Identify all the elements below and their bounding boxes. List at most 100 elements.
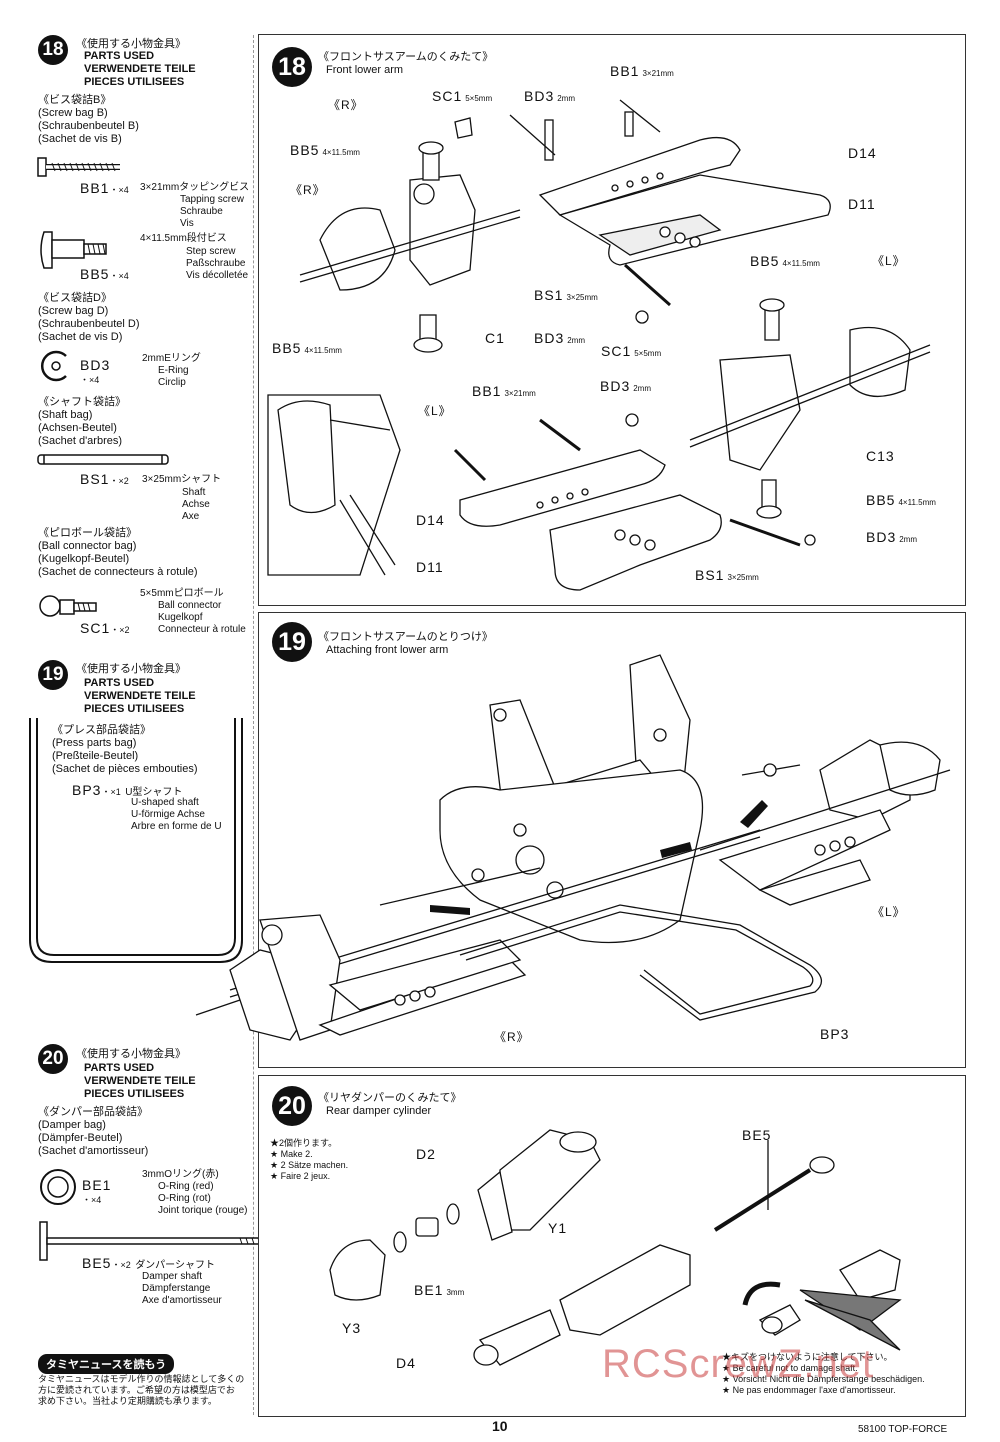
bd3b-size: 2mm [567,336,586,345]
s20-parts-used-jp: 《使用する小物金具》 [76,1048,186,1060]
bag-ball-en: (Ball connector bag) [38,540,137,552]
bag-d-fr: (Sachet de vis D) [38,331,123,343]
bb5b-size: 4×11.5mm [782,259,820,268]
bd3c-size: 2mm [633,384,652,393]
bs1-desc: Shaft Achse Axe [182,487,210,523]
p18-label-R1: 《R》 [328,98,364,112]
bd3-desc: 2mmEリング E-Ring Circlip [142,353,201,389]
p18-label-L1: 《L》 [872,254,906,268]
make-note-fr: ★ Faire 2 jeux. [270,1171,331,1181]
bb5b-code: BB5 [750,253,780,269]
bp3-desc-en: U-shaped shaft [131,797,199,808]
bb1a-size: 3×21mm [642,69,674,78]
p20-label-Y1: Y1 [548,1220,568,1236]
bd3d-size: 2mm [899,535,918,544]
sc1-qty: ・×2 [110,625,130,635]
bb5-qty: ・×4 [109,271,129,281]
caution-de: ★ Vorsicht! Nicht die Dämpferstange besc… [722,1374,925,1384]
s20-bag: 《ダンパー部品袋詰》 (Damper bag) (Dämpfer-Beutel)… [38,1106,148,1158]
sc1b-size: 5×5mm [634,349,662,358]
bd3-ering-drawing [40,350,67,382]
p20-label-Y3: Y3 [342,1320,362,1336]
damper-bag-jp: 《ダンパー部品袋詰》 [38,1106,148,1118]
press-bag-jp: 《プレス部品袋詰》 [52,724,151,736]
s18-bag-shaft: 《シャフト袋詰》 (Shaft bag) (Achsen-Beutel) (Sa… [38,396,126,448]
s18-bag-d: 《ビス袋詰D》 (Screw bag D) (Schraubenbeutel D… [38,292,140,344]
bb1-screw-drawing [37,157,120,177]
bd3-qty: ・×4 [80,375,100,385]
bb5c-size: 4×11.5mm [304,346,342,355]
bp3-desc-de: U-förmige Achse [131,809,205,820]
bb5-desc-en: Step screw [186,246,236,257]
bb5-desc-de: Paßschraube [186,258,246,269]
be1-desc-jp: 3mmOリング(赤) [142,1169,219,1180]
be1-desc-en: O-Ring (red) [158,1181,214,1192]
make-note-jp: ★2個作ります。 [270,1138,338,1148]
bag-ball-de: (Kugelkopf-Beutel) [38,553,130,565]
step-19-panel [258,612,966,1068]
p20-label-D2: D2 [416,1146,436,1162]
bd3b-code: BD3 [534,330,565,346]
be5-code: BE5 [82,1255,112,1271]
bs1b-size: 3×25mm [727,573,759,582]
panel-18-title-jp: 《フロントサスアームのくみたて》 [318,51,494,63]
be5-qty: ・×2 [111,1260,131,1270]
watermark: RCScrewZ.net [602,1342,875,1386]
bd3-part-label: BD3 ・×4 [80,357,110,386]
be5-desc: Damper shaft Dämpferstange Axe d'amortis… [142,1271,222,1307]
bb5c-code: BB5 [272,340,302,356]
bp3-desc-fr: Arbre en forme de U [131,821,222,832]
be5-desc-fr: Axe d'amortisseur [142,1295,222,1306]
bag-ball-jp: 《ピロボール袋詰》 [38,527,137,539]
bs1-desc-fr: Axe [182,511,200,522]
sc1a-code: SC1 [432,88,463,104]
bb1-desc-en: Tapping screw [180,194,244,205]
bd3-desc-de: Circlip [158,377,186,388]
caution-en: ★ Be careful not to damage shaft. [722,1363,858,1373]
panel-19-title-jp: 《フロントサスアームのとりつけ》 [318,631,493,643]
be1-qty: ・×4 [82,1195,102,1205]
bag-d-de: (Schraubenbeutel D) [38,318,140,330]
s19-bag: 《プレス部品袋詰》 (Press parts bag) (Preßteile-B… [52,724,198,776]
bag-shaft-en: (Shaft bag) [38,409,93,421]
s19-parts-used-fr: PIECES UTILISEES [84,703,185,715]
bb5-part-label: BB5・×4 [80,266,129,284]
page-number: 10 [492,1418,508,1434]
p18-label-D14a: D14 [848,145,877,161]
bs1-qty: ・×2 [109,476,129,486]
bag-b-jp: 《ビス袋詰B》 [38,94,112,106]
bb1a-code: BB1 [610,63,640,79]
bb5a-code: BB5 [290,142,320,158]
sc1-desc-jp: 5×5mmピロボール [140,588,224,599]
damper-bag-en: (Damper bag) [38,1119,106,1131]
p20-be1-code: BE1 [414,1282,444,1298]
bd3-code: BD3 [80,357,111,373]
step-20-badge: 20 [38,1044,68,1074]
p18-label-D14b: D14 [416,512,445,528]
make-note-de: ★ 2 Sätze machen. [270,1160,349,1170]
bb1-qty: ・×4 [109,185,129,195]
bs1-desc-de: Achse [182,499,210,510]
panel-19-title-en: Attaching front lower arm [326,644,449,656]
bp3-part-label: BP3・×1 U型シャフト [72,782,182,800]
s18-parts-used-de: VERWENDETE TEILE [84,63,196,75]
tamiya-news-text: タミヤニュースはモデル作りの情報誌として多くの 方に愛読されています。ご希望の方… [38,1374,244,1407]
bp3-desc: U-shaped shaft U-förmige Achse Arbre en … [131,797,222,833]
bd3a-code: BD3 [524,88,555,104]
bb5-screw-drawing [40,231,107,269]
p18-label-D11a: D11 [848,196,876,212]
bd3a-size: 2mm [557,94,576,103]
bd3-desc-en: E-Ring [158,365,189,376]
bb5a-size: 4×11.5mm [322,148,360,157]
s18-bag-b: 《ビス袋詰B》 (Screw bag B) (Schraubenbeutel B… [38,94,139,146]
news-line-2: 方に愛読されています。ご希望の方は模型店でお [38,1385,235,1395]
bs1-code: BS1 [80,471,110,487]
bb5-desc-jp: 4×11.5mm段付ビス [140,233,227,244]
